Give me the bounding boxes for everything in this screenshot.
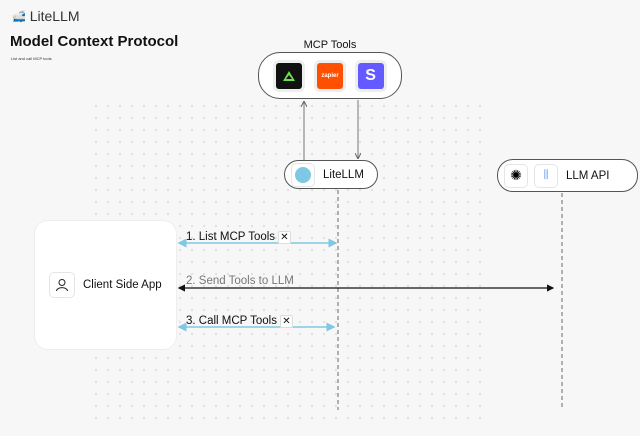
client-side-app-node[interactable]: Client Side App — [34, 220, 177, 350]
brand: 🚅 LiteLLM — [12, 8, 80, 24]
llm-api-node[interactable]: ✺ ⫼ LLM API — [497, 159, 638, 192]
litellm-logo-icon: 🚅 — [12, 10, 26, 23]
message-1-label: 1. List MCP Tools ✕ — [186, 231, 291, 244]
llm-provider-icon: ⫼ — [534, 163, 558, 188]
message-2-label: 2. Send Tools to LLM — [186, 275, 294, 287]
litellm-node[interactable]: LiteLLM — [284, 160, 378, 189]
page-title: Model Context Protocol — [10, 33, 179, 50]
page-subtitle: List and call MCP tools — [11, 56, 52, 61]
message-3-label: 3. Call MCP Tools ✕ — [186, 315, 293, 328]
litellm-logo-icon — [291, 162, 315, 187]
mcp-tool-a-icon[interactable] — [276, 62, 303, 89]
tools-icon: ✕ — [278, 231, 291, 244]
mcp-tools-group: zapier S — [258, 52, 402, 99]
user-icon — [49, 272, 75, 298]
zapier-icon[interactable]: zapier — [316, 62, 343, 89]
stripe-icon[interactable]: S — [357, 62, 384, 89]
tools-icon: ✕ — [280, 315, 293, 328]
openai-icon: ✺ — [504, 163, 528, 188]
mcp-tools-title: MCP Tools — [303, 39, 357, 51]
